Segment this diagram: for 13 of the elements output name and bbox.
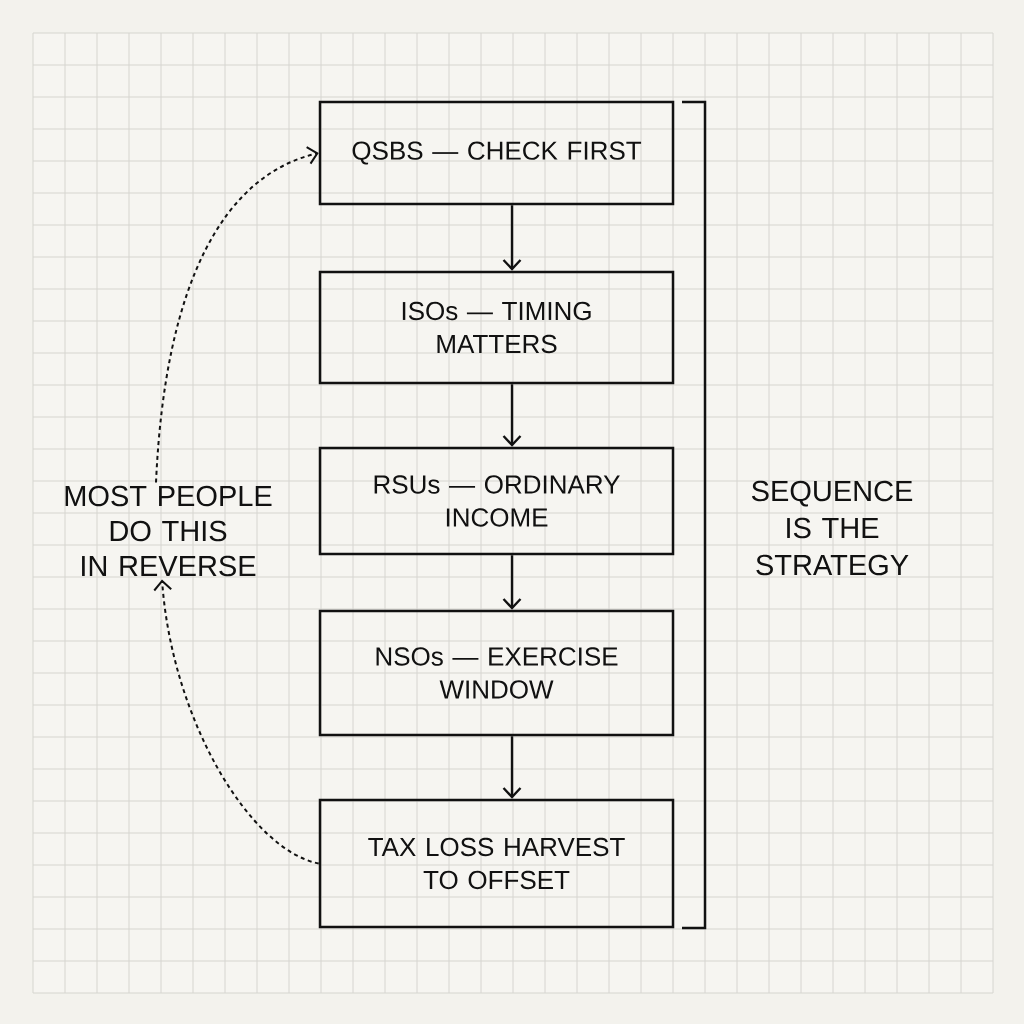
process-box: ISOs — TIMING MATTERS — [318, 270, 675, 385]
process-box: QSBS — CHECK FIRST — [318, 100, 675, 206]
arrow — [502, 384, 522, 447]
process-box: TAX LOSS HARVEST TO OFFSET — [318, 798, 675, 929]
annotation-text: MOST PEOPLE DO THIS IN REVERSE — [65, 485, 272, 577]
dashed-arrow — [153, 579, 320, 865]
process-box: NSOs — EXERCISE WINDOW — [318, 609, 675, 737]
side-note: SEQUENCE IS THE STRATEGY — [751, 480, 913, 576]
arrow — [502, 205, 522, 271]
process-box: RSUs — ORDINARY INCOME — [318, 446, 675, 556]
arrow — [502, 736, 522, 799]
arrow — [502, 555, 522, 610]
dashed-arrow — [155, 146, 319, 484]
